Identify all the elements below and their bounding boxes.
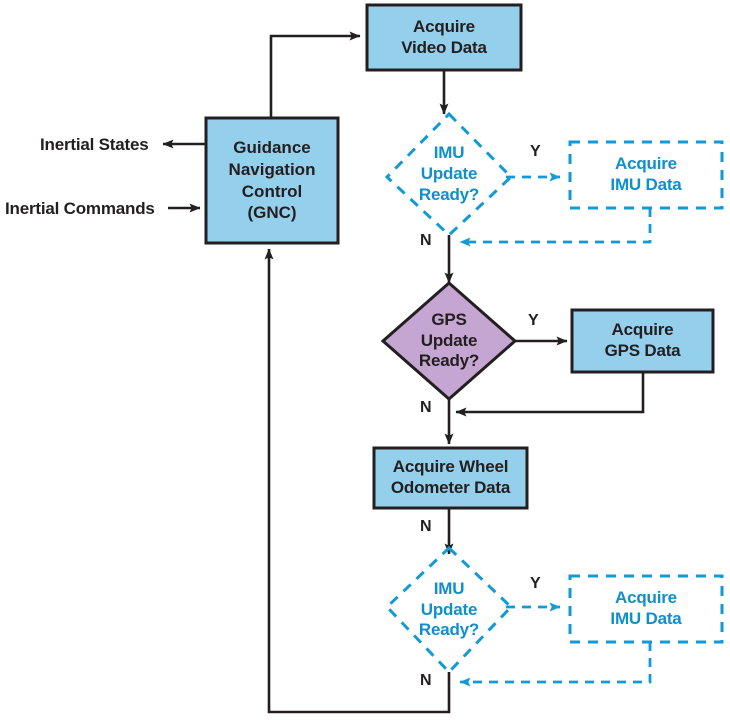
node-gps-update-ready[interactable] [380, 281, 518, 401]
dashed-connectors [459, 172, 652, 687]
branch-label-imu-top-yes: Y [530, 143, 541, 160]
branch-label-gps-yes: Y [528, 312, 539, 329]
edge-acquire-gps-return [455, 372, 645, 417]
node-imu-update-ready-top[interactable] [384, 111, 514, 238]
node-gnc[interactable] [204, 116, 340, 245]
branch-label-gps-no: N [420, 399, 432, 416]
branch-label-imu-bottom-yes: Y [530, 575, 541, 592]
node-imu-update-ready-bottom[interactable] [384, 545, 514, 675]
edge-acquire-imu-bottom-return [459, 642, 652, 687]
branch-label-imu-top-no: N [420, 232, 432, 249]
node-acquire-imu-data-top[interactable] [568, 140, 724, 210]
edge-imu-bottom-no-to-gnc [264, 248, 451, 714]
io-label-inertial-states: Inertial States [40, 135, 149, 154]
node-acquire-video-data[interactable] [365, 3, 523, 72]
branch-label-wheel-no: N [420, 518, 432, 535]
solid-connectors [162, 31, 645, 714]
io-label-inertial-commands: Inertial Commands [5, 199, 155, 218]
branch-label-imu-bottom-no: N [420, 672, 432, 689]
edge-acquire-imu-top-return [459, 208, 652, 247]
node-acquire-wheel-odometer-data[interactable] [372, 446, 529, 510]
node-acquire-gps-data[interactable] [570, 308, 715, 374]
node-acquire-imu-data-bottom[interactable] [568, 574, 724, 644]
edge-gnc-to-video [269, 31, 361, 118]
